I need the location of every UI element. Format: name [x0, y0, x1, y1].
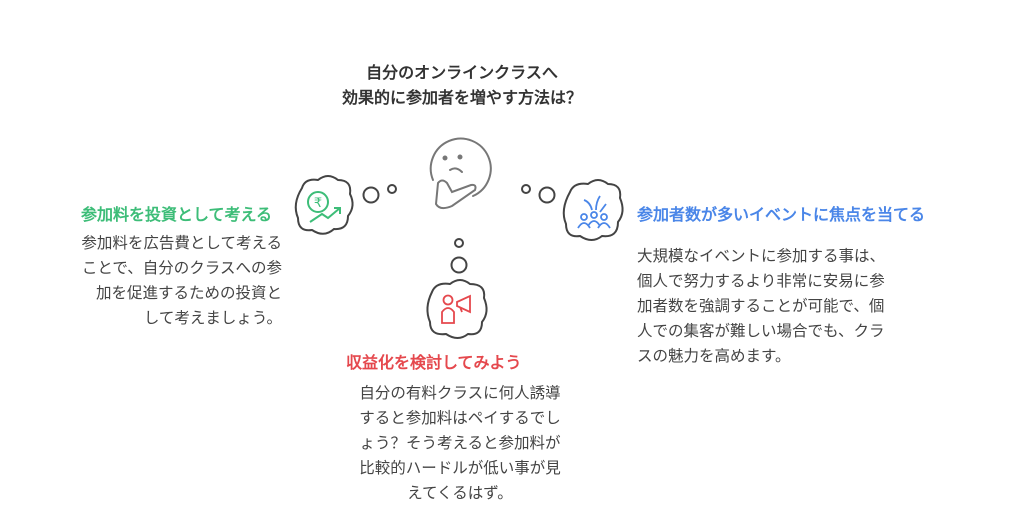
right-heading: 参加者数が多いイベントに焦点を当てる: [637, 205, 926, 224]
left-body-line: 加を促進するための投資と: [95, 284, 282, 302]
right-body-line: 加者数を強調することが可能で、個: [637, 297, 885, 315]
left-body: 参加料を広告費として考える ことで、自分のクラスへの参 加を促進するための投資と…: [81, 231, 282, 331]
left-body-line: 参加料を広告費として考える: [81, 234, 282, 252]
bottom-heading: 収益化を検討してみよう: [346, 353, 522, 372]
right-body: 大規模なイベントに参加する事は、 個人で努力するより非常に安易に参 加者数を強調…: [637, 244, 885, 369]
bottom-body-line: えてくるはず。: [407, 484, 513, 502]
right-body-line: 個人で努力するより非常に安易に参: [637, 272, 885, 290]
left-heading: 参加料を投資として考える: [80, 205, 272, 224]
left-body-line: して考えましょう。: [143, 309, 282, 327]
bottom-body-line: すると参加料はペイするでし: [359, 409, 561, 427]
svg-text:₹: ₹: [314, 196, 322, 211]
diagram-title: 自分のオンラインクラスへ 効果的に参加者を増やす方法は？: [262, 60, 662, 110]
title-line-2: 効果的に参加者を増やす方法は？: [341, 88, 582, 107]
cloud-investment-icon: ₹: [294, 175, 354, 235]
right-body-line: 人での集客が難しい場合でも、クラ: [637, 322, 885, 340]
cloud-megaphone-icon: [426, 279, 488, 339]
title-line-1: 自分のオンラインクラスへ: [366, 63, 558, 82]
right-body-line: 大規模なイベントに参加する事は、: [637, 247, 886, 265]
thinking-face-icon: [429, 137, 492, 210]
bottom-body-line: 比較的ハードルが低い事が見: [359, 459, 561, 477]
cloud-crowd-icon: [562, 179, 624, 241]
bottom-body-line: 自分の有料クラスに何人誘導: [359, 384, 561, 402]
thought-bubbles: [362, 184, 556, 274]
right-body-line: スの魅力を高めます。: [637, 347, 791, 365]
bottom-body: 自分の有料クラスに何人誘導 すると参加料はペイするでし ょう？そう考えると参加料…: [300, 381, 620, 506]
left-body-line: ことで、自分のクラスへの参: [81, 259, 282, 277]
bottom-body-line: ょう？そう考えると参加料が: [359, 434, 561, 452]
